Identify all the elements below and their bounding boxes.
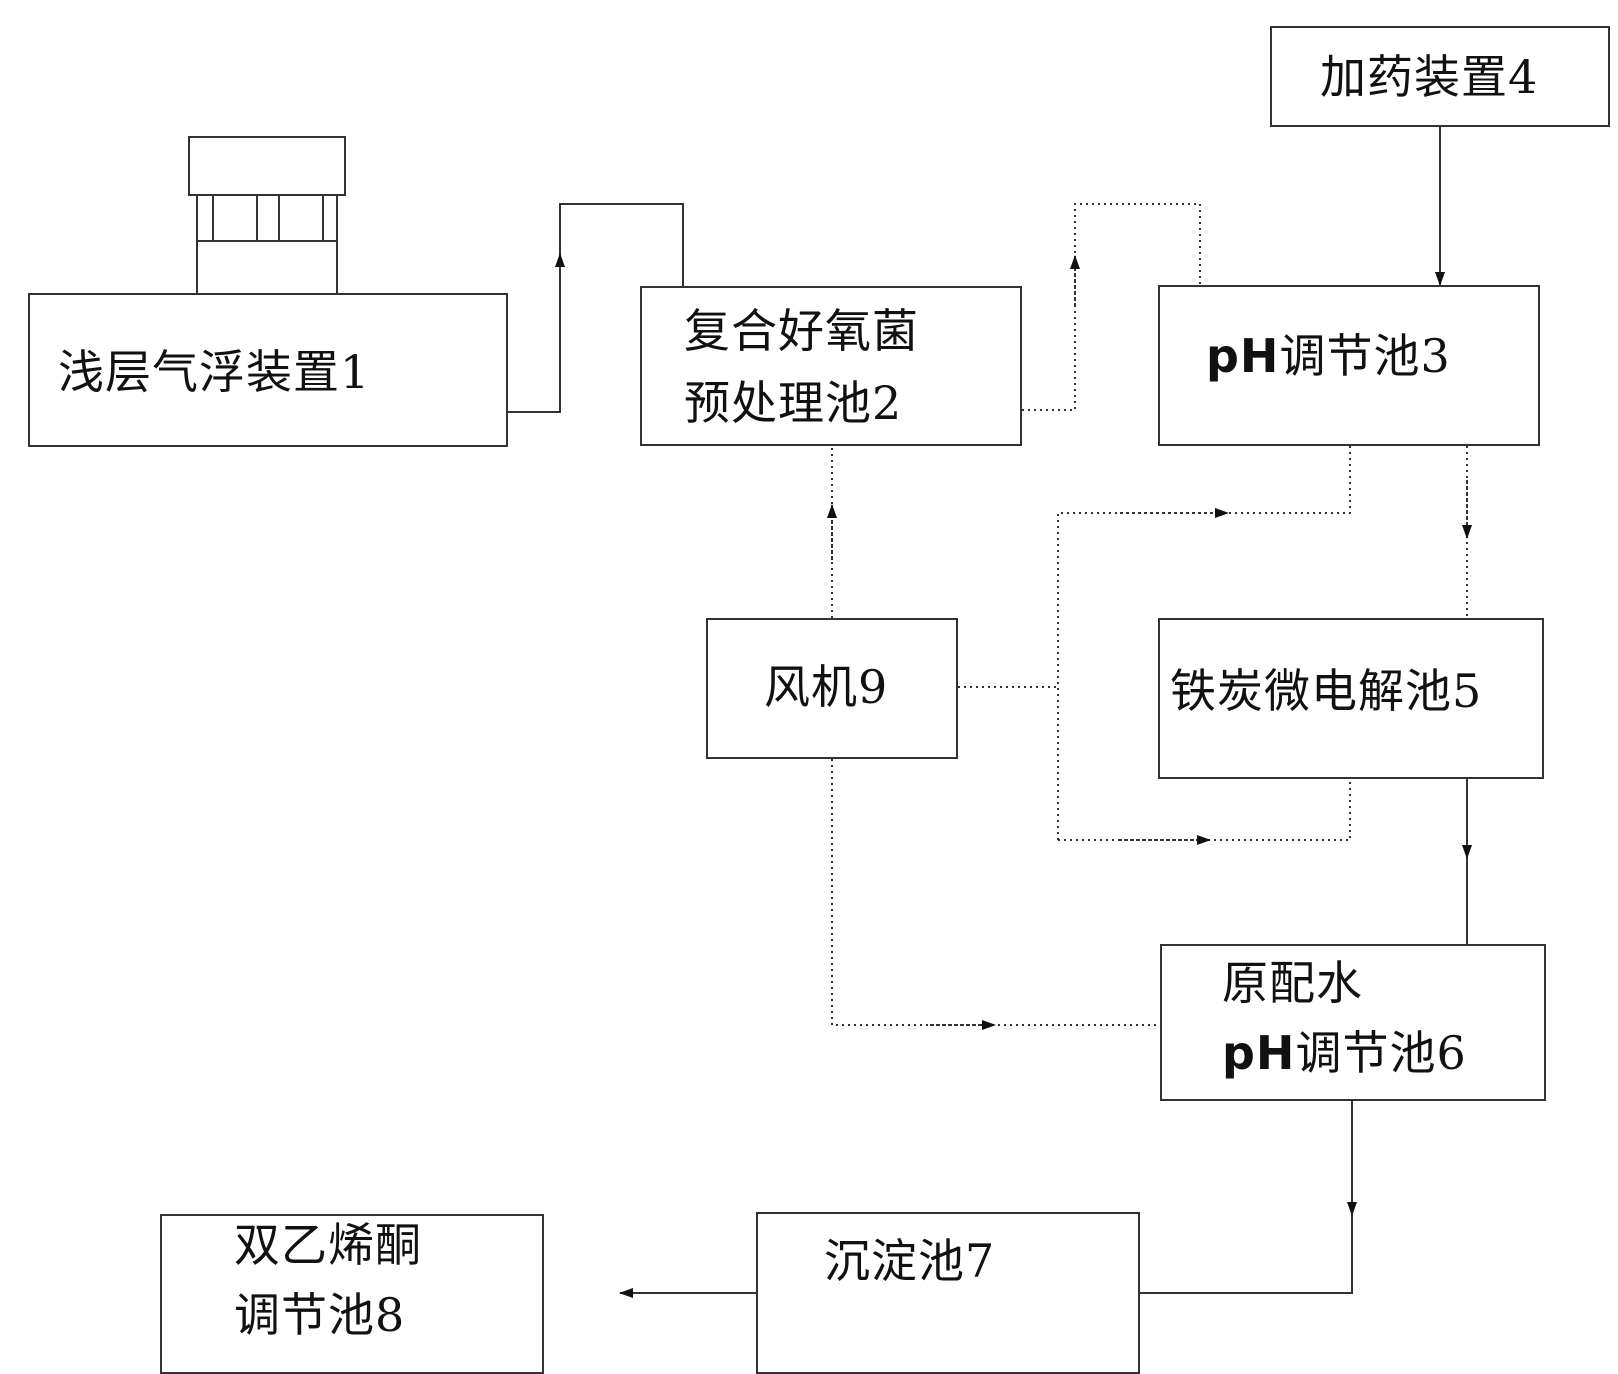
node-6-rest: 调节池6 [1295,1026,1467,1080]
float-device-slot-3 [278,194,280,242]
node-4-label: 加药装置4 [1320,50,1539,104]
node-3-label: pH调节池3 [1206,329,1451,384]
node-7-label: 沉淀池7 [824,1234,996,1288]
float-device-cap [188,136,346,196]
node-ph-adjust-tank-3: pH调节池3 [1158,285,1540,446]
node-sedimentation-tank: 沉淀池7 [756,1212,1140,1374]
node-3-rest: 调节池3 [1279,329,1451,383]
node-3-ph: pH [1206,329,1280,383]
node-9-label: 风机9 [764,660,889,714]
connector-riser-loop-bottom [1058,779,1351,841]
connector-riser-loop-top [1057,446,1351,840]
node-blower: 风机9 [706,618,958,759]
node-6-label-line2: pH调节池6 [1222,1026,1467,1081]
float-device-body [196,194,338,242]
connector-9-to-6 [831,759,1160,1026]
node-8-label-line1: 双乙烯酮 [234,1218,422,1272]
node-iron-carbon-microelectrolysis-tank: 铁炭微电解池5 [1158,618,1544,779]
node-aerobic-pretreatment-tank: 复合好氧菌 预处理池2 [640,286,1022,446]
float-device-slot-4 [322,194,324,242]
node-8-label-line2: 调节池8 [234,1288,406,1342]
node-5-label: 铁炭微电解池5 [1170,664,1483,718]
node-6-label-line1: 原配水 [1222,956,1363,1010]
node-shallow-air-flotation-device: 浅层气浮装置1 [28,293,508,447]
node-dosing-device: 加药装置4 [1270,26,1610,127]
float-device-leg-left [196,242,198,294]
node-6-ph: pH [1222,1026,1296,1080]
node-raw-water-ph-adjust-tank: 原配水 pH调节池6 [1160,944,1546,1101]
connector-6-to-7 [1140,1101,1353,1294]
node-2-label-line2: 预处理池2 [684,376,903,430]
float-device-slot-1 [212,194,214,242]
node-1-label: 浅层气浮装置1 [58,345,371,399]
float-device-slot-2 [256,194,258,242]
node-2-label-line1: 复合好氧菌 [684,304,919,358]
float-device-leg-right [336,242,338,294]
node-diketene-adjust-tank: 双乙烯酮 调节池8 [160,1214,544,1374]
connector-1-to-2 [508,203,684,413]
connector-2-to-3 [1022,203,1201,411]
